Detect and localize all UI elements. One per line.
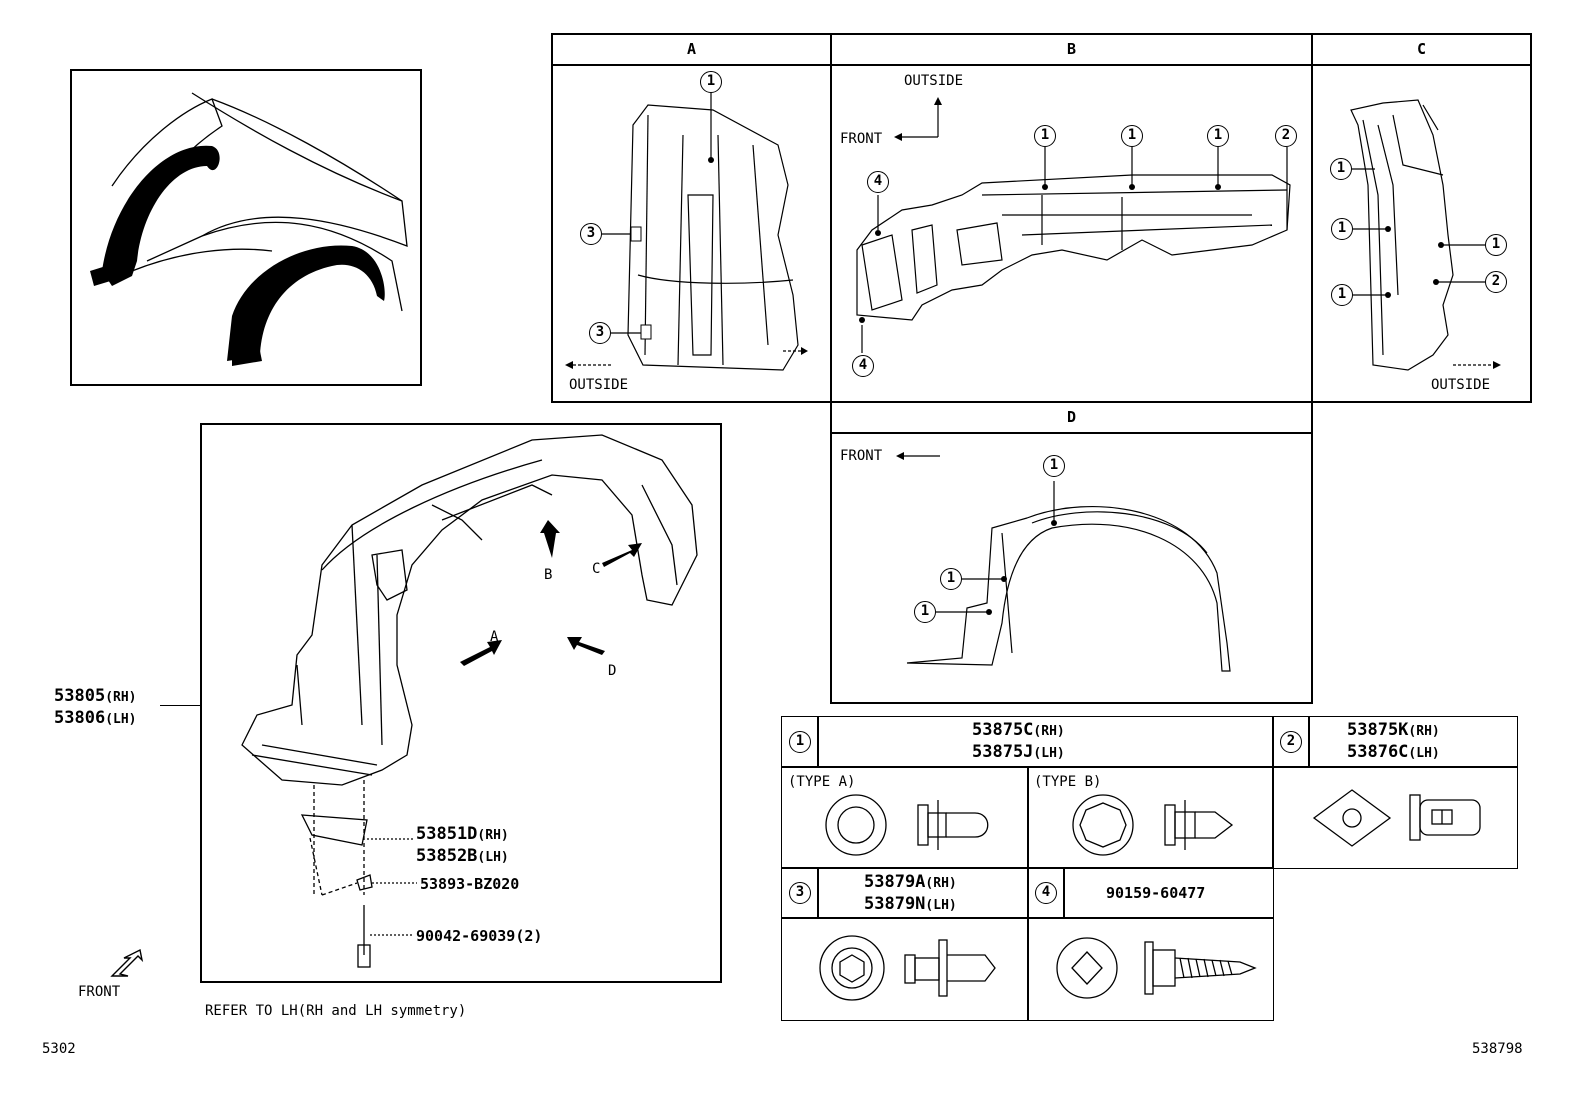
part-number-53875c: 53875C xyxy=(972,720,1034,740)
callout-2-c: 2 xyxy=(1485,271,1507,293)
section-d-header: D xyxy=(1066,408,1077,426)
callout-4-b-lower: 4 xyxy=(852,355,874,377)
section-c-panel: C 1 1 1 1 2 OUTSIDE xyxy=(1311,33,1532,403)
outside-label-a: OUTSIDE xyxy=(569,377,629,393)
liner-leader-line xyxy=(160,705,202,706)
page-code-left: 5302 xyxy=(42,1041,76,1057)
legend-part-1: 53875C(RH) 53875J(LH) xyxy=(972,720,1065,762)
part-number-53875j: 53875J xyxy=(972,742,1034,762)
callout-2-b: 2 xyxy=(1275,125,1297,147)
section-c-header: C xyxy=(1416,40,1427,58)
callout-1-d-3: 1 xyxy=(914,601,936,623)
part-number-90042-69039: 90042-69039(2) xyxy=(416,927,543,945)
callout-1-c-1: 1 xyxy=(1330,158,1352,180)
outside-label-b: OUTSIDE xyxy=(904,73,964,89)
arrow-label-c: C xyxy=(592,561,601,577)
front-label-main: FRONT xyxy=(78,984,121,1000)
part-number-53876c: 53876C xyxy=(1347,742,1409,762)
legend-part-2: 53875K(RH) 53876C(LH) xyxy=(1347,720,1440,762)
section-a-view xyxy=(565,92,808,371)
callout-1-b-3: 1 xyxy=(1207,125,1229,147)
arrow-label-d: D xyxy=(608,663,617,679)
legend-callout-3: 3 xyxy=(789,882,811,904)
type-b-label: (TYPE B) xyxy=(1034,774,1102,790)
section-b-view xyxy=(856,97,1291,353)
outside-label-c: OUTSIDE xyxy=(1431,377,1491,393)
front-label-d: FRONT xyxy=(840,448,883,464)
part-liner-numbers: 53805(RH) 53806(LH) xyxy=(54,686,137,728)
part-seal-numbers: 53851D(RH) 53852B(LH) xyxy=(416,824,509,866)
arrow-label-a: A xyxy=(490,629,499,645)
part-number-90159-60477: 90159-60477 xyxy=(1106,884,1206,902)
section-a-header: A xyxy=(686,40,697,58)
type-a-label: (TYPE A) xyxy=(788,774,856,790)
part-number-53806: 53806 xyxy=(54,708,106,728)
callout-1-b-2: 1 xyxy=(1121,125,1143,147)
section-c-view xyxy=(1350,99,1501,371)
callout-1-a: 1 xyxy=(700,71,722,93)
arrow-label-b: B xyxy=(544,567,553,583)
section-d-view xyxy=(896,452,1231,672)
section-a-panel: A 1 3 3 OUTSIDE xyxy=(551,33,832,403)
callout-1-d-2: 1 xyxy=(940,568,962,590)
part-number-53851d: 53851D xyxy=(416,824,478,844)
callout-1-c-3: 1 xyxy=(1331,284,1353,306)
legend-part-3: 53879A(RH) 53879N(LH) xyxy=(864,872,957,914)
callout-1-b-1: 1 xyxy=(1034,125,1056,147)
main-liner-illustration xyxy=(241,434,698,968)
front-arrow-icon xyxy=(110,948,144,977)
vehicle-overview-illustration xyxy=(90,92,408,366)
section-b-panel: B OUTSIDE FRONT 1 1 xyxy=(830,33,1313,403)
vehicle-overview-panel xyxy=(70,69,422,386)
page-code-right: 538798 xyxy=(1472,1041,1523,1057)
refer-note: REFER TO LH(RH and LH symmetry) xyxy=(205,1003,467,1019)
section-b-header: B xyxy=(1066,40,1077,58)
callout-1-d-1: 1 xyxy=(1043,455,1065,477)
callout-3-a-upper: 3 xyxy=(580,223,602,245)
callout-3-a-lower: 3 xyxy=(589,322,611,344)
part-number-53875k: 53875K xyxy=(1347,720,1409,740)
section-d-panel: D FRONT 1 1 1 xyxy=(830,401,1313,704)
part-number-53852b: 53852B xyxy=(416,846,478,866)
part-number-53893-bz020: 53893-BZ020 xyxy=(420,875,520,893)
part-number-53879n: 53879N xyxy=(864,894,926,914)
callout-1-c-4: 1 xyxy=(1485,234,1507,256)
callout-1-c-2: 1 xyxy=(1331,218,1353,240)
part-number-53805: 53805 xyxy=(54,686,106,706)
part-number-53879a: 53879A xyxy=(864,872,926,892)
legend-callout-4: 4 xyxy=(1035,882,1057,904)
main-liner-panel: A B C D 53851D(RH) 53852B(LH) 53893-BZ02… xyxy=(200,423,722,983)
legend-callout-2: 2 xyxy=(1280,731,1302,753)
legend-callout-1: 1 xyxy=(789,731,811,753)
callout-4-b-upper: 4 xyxy=(867,171,889,193)
front-label-b: FRONT xyxy=(840,131,883,147)
